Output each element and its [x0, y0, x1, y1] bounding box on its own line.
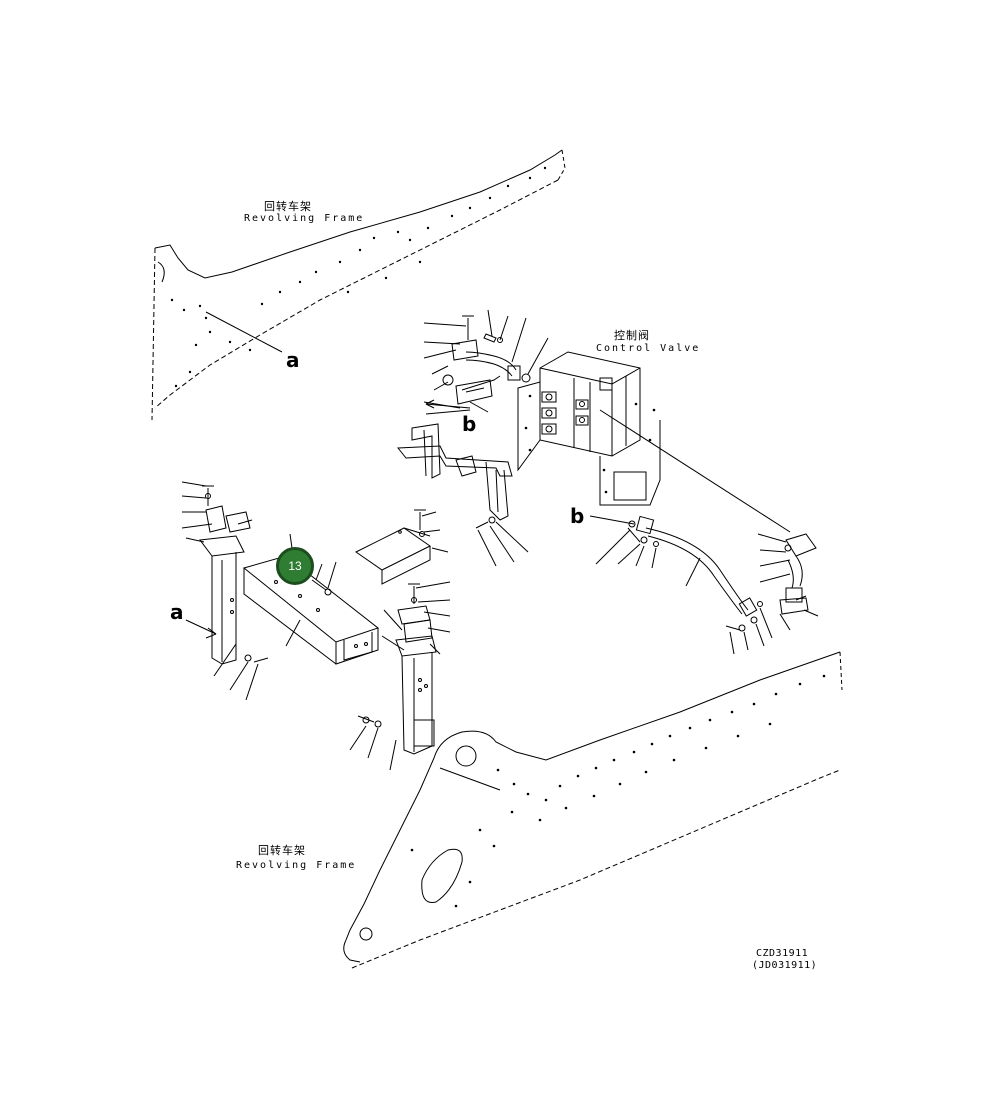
valve-en-label: Control Valve [596, 343, 701, 354]
valve-bracket-upper [396, 309, 549, 521]
view-letter-b-right: b [570, 504, 585, 528]
view-b-leader [589, 515, 635, 525]
cover-plate [355, 527, 431, 585]
drawing-code: CZD31911 [756, 948, 809, 959]
frame-mount-leader [439, 767, 501, 791]
hose-assembly [595, 515, 819, 655]
view-letter-b-top: b [462, 412, 477, 436]
cross-beam [242, 533, 380, 665]
right-support-bracket [349, 509, 529, 771]
view-a-leader-top [205, 311, 283, 353]
revolving-frame-top [151, 149, 566, 421]
valve-cn-label: 控制阀 [614, 329, 650, 342]
left-support-bracket [181, 481, 269, 701]
drawing-alt-code: (JD031911) [752, 960, 818, 971]
frame-top-cn-label: 回转车架 [264, 200, 312, 213]
control-valve [517, 351, 661, 506]
frame-top-en-label: Revolving Frame [244, 213, 365, 224]
valve-connection-line [599, 409, 791, 533]
frame-bottom-en-label: Revolving Frame [236, 860, 357, 871]
frame-bottom-cn-label: 回转车架 [258, 844, 306, 857]
view-letter-a-left: a [170, 600, 184, 624]
part-callout-13[interactable]: 13 [276, 547, 314, 585]
view-letter-a-top: a [286, 348, 300, 372]
revolving-frame-bottom [343, 651, 843, 969]
